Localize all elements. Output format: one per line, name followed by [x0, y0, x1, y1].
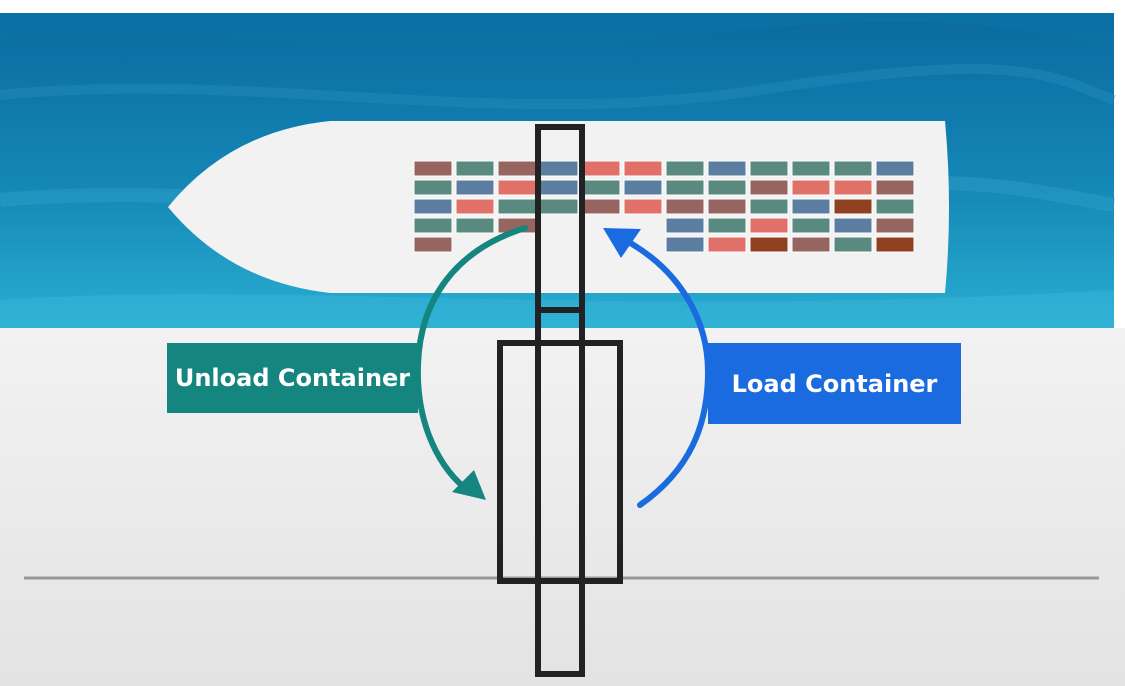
container	[833, 198, 873, 215]
container	[791, 160, 831, 177]
container	[791, 217, 831, 234]
container	[707, 198, 747, 215]
container	[875, 160, 915, 177]
container	[455, 160, 495, 177]
gantry-crane	[497, 124, 623, 677]
unload-arrow-icon	[414, 225, 528, 500]
container	[665, 198, 705, 215]
container	[623, 179, 663, 196]
container	[749, 236, 789, 253]
container	[833, 179, 873, 196]
container	[875, 179, 915, 196]
container	[497, 179, 537, 196]
container	[497, 198, 537, 215]
container	[581, 198, 621, 215]
container	[413, 160, 453, 177]
container	[875, 236, 915, 253]
container	[665, 179, 705, 196]
container	[413, 198, 453, 215]
crane-frame	[497, 340, 623, 584]
container	[413, 236, 453, 253]
load-arrow-icon	[603, 228, 712, 508]
container	[749, 198, 789, 215]
container	[875, 198, 915, 215]
container-stack	[413, 160, 915, 253]
container	[791, 179, 831, 196]
container	[833, 217, 873, 234]
container	[791, 198, 831, 215]
container	[875, 217, 915, 234]
container	[707, 179, 747, 196]
container	[749, 179, 789, 196]
load-container-label: Load Container	[708, 343, 961, 424]
container	[539, 160, 579, 177]
container	[539, 179, 579, 196]
container	[413, 217, 453, 234]
container	[539, 198, 579, 215]
container	[413, 179, 453, 196]
container	[665, 236, 705, 253]
container	[455, 198, 495, 215]
container	[707, 160, 747, 177]
container	[707, 236, 747, 253]
container	[791, 236, 831, 253]
container	[455, 217, 495, 234]
container	[623, 198, 663, 215]
container	[665, 217, 705, 234]
container	[455, 179, 495, 196]
container	[833, 236, 873, 253]
container	[749, 217, 789, 234]
unload-container-label: Unload Container	[167, 343, 418, 413]
container	[665, 160, 705, 177]
container	[623, 160, 663, 177]
crane-boom	[535, 124, 585, 677]
container	[833, 160, 873, 177]
container	[497, 160, 537, 177]
container	[707, 217, 747, 234]
container	[581, 179, 621, 196]
container	[749, 160, 789, 177]
container	[581, 160, 621, 177]
